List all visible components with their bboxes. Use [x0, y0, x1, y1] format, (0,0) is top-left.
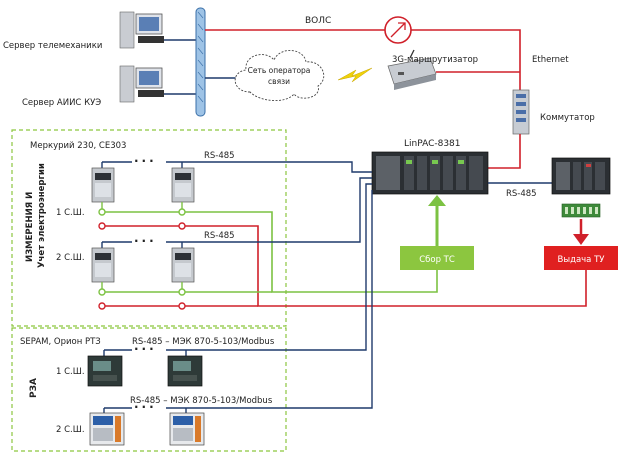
rza-protocol-label-2: RS-485 – МЭК 870-5-103/Modbus — [130, 396, 273, 406]
router-3g-icon — [387, 49, 437, 90]
operator-network-cloud — [234, 50, 325, 101]
metering-bus2-label: 2 С.Ш. — [56, 253, 85, 263]
metering-section-title-1: ИЗМЕРЕНИЯ И — [25, 192, 35, 262]
metering-section-title-2: Учет электроэнергии — [37, 163, 47, 268]
operator-cloud-label-2: связи — [268, 77, 290, 86]
electricity-meter-icon — [171, 247, 195, 283]
bus-dots-3: ··· — [134, 342, 157, 356]
protection-relay-icon — [89, 412, 125, 446]
rza-bus2-label: 2 С.Ш. — [56, 425, 85, 435]
fiber-label: ВОЛС — [305, 16, 331, 26]
metering-bus1-label: 1 С.Ш. — [56, 208, 85, 218]
linpac-controller-icon — [371, 151, 489, 195]
ethernet-backbone-pipe — [195, 7, 206, 117]
electricity-meter-icon — [171, 167, 195, 203]
bus-dots-4: ··· — [134, 400, 157, 414]
metering-devices-label: Меркурий 230, СЕ303 — [30, 141, 126, 151]
metering-section-frame — [11, 129, 287, 327]
rza-section-title: РЗА — [29, 378, 39, 398]
terminal-block-icon — [561, 203, 601, 218]
rza-bus1-label: 1 С.Ш. — [56, 367, 85, 377]
operator-cloud-label-1: Сеть оператора — [248, 66, 311, 75]
protection-relay-icon — [169, 412, 205, 446]
collect-tc-label: Сбор ТС — [419, 255, 455, 265]
server-telemechanics-icon — [119, 11, 164, 49]
collect-tc-box — [400, 246, 474, 270]
io-module-icon — [551, 157, 611, 195]
server-telemechanics-label: Сервер телемеханики — [3, 41, 102, 51]
bus-dots-2: ··· — [134, 234, 157, 248]
fiber-converter-icon — [384, 16, 412, 44]
metering-rs485-label-2: RS-485 — [204, 231, 235, 241]
protection-relay-icon — [87, 355, 123, 387]
bus-dots-1: ··· — [134, 154, 157, 168]
ethernet-label: Ethernet — [532, 55, 569, 65]
wireless-link-icon — [337, 67, 373, 83]
server-askue-icon — [119, 65, 164, 103]
rs485-right-label: RS-485 — [506, 189, 537, 199]
electricity-meter-icon — [91, 167, 115, 203]
switch-label: Коммутатор — [540, 113, 595, 123]
protection-relay-icon — [167, 355, 203, 387]
electricity-meter-icon — [91, 247, 115, 283]
output-tu-label: Выдача ТУ — [558, 255, 606, 265]
rza-protocol-label-1: RS-485 – МЭК 870-5-103/Modbus — [132, 337, 275, 347]
fiber-link — [205, 29, 521, 90]
rza-devices-label: SEPAM, Орион РТЗ — [20, 337, 101, 347]
router-3g-label: 3G-маршрутизатор — [392, 55, 478, 65]
metering-rs485-label-1: RS-485 — [204, 151, 235, 161]
server-askue-label: Сервер АИИС КУЭ — [22, 98, 101, 108]
rza-section-frame — [11, 327, 287, 452]
controller-label: LinPAC-8381 — [404, 139, 461, 149]
output-tu-box — [544, 246, 618, 270]
network-switch-icon — [512, 89, 530, 135]
